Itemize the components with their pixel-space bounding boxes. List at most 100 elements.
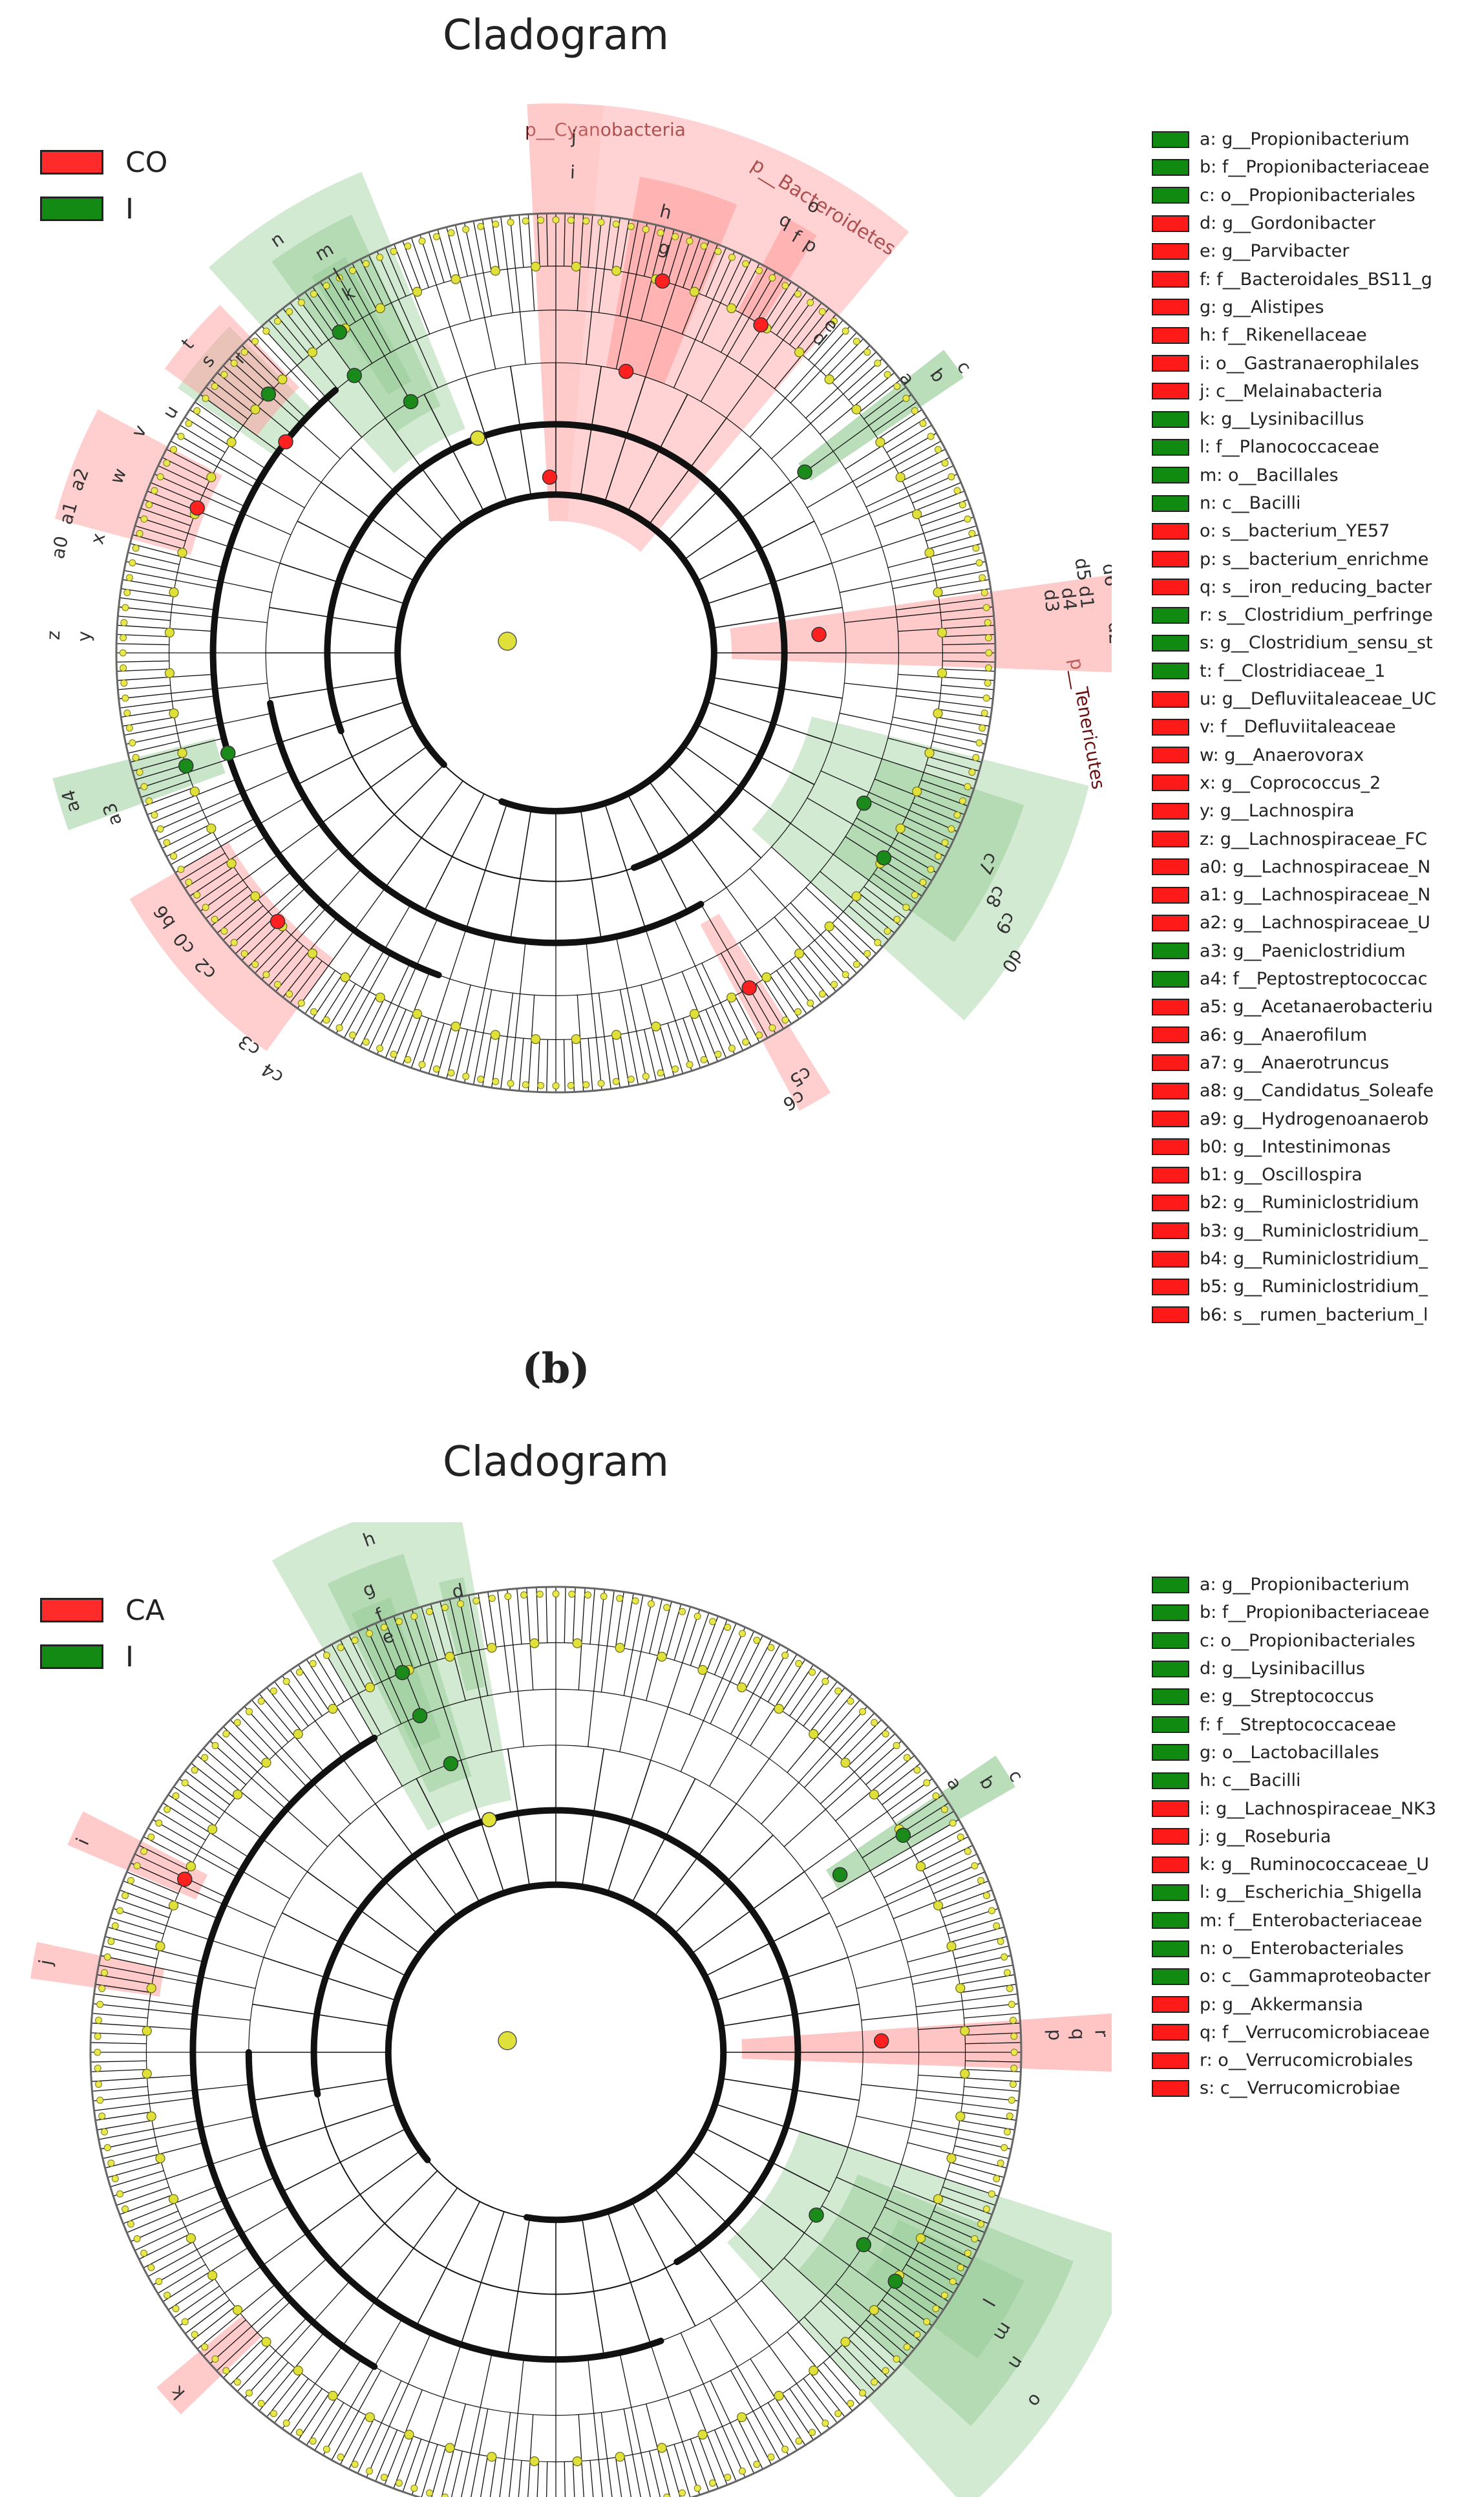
key-swatch-green [1152,410,1189,428]
leaf-branch [954,2145,1010,2160]
leaf-branch [203,2319,246,2357]
leaf-branch [887,543,982,568]
leaf-branch [90,2032,147,2036]
leaf-node [286,990,293,998]
clade-node [404,2429,414,2440]
leaf-branch [282,2300,376,2429]
leaf-node [984,664,992,672]
clade-node [955,2111,966,2121]
leaf-node [847,1697,854,1705]
key-swatch-green [1152,1772,1189,1789]
leaf-branch [864,387,907,420]
sector-label: d3 [1040,588,1064,613]
leaf-branch [121,588,174,597]
key-label: l: g__Escherichia_Shigella [1200,1882,1423,1903]
leaf-branch [874,491,965,527]
key-label: m: f__Enterobacteriaceae [1200,1910,1423,1931]
leaf-branch [960,2111,1017,2121]
key-swatch-red [1152,215,1189,232]
leaf-node [245,1708,253,1716]
leaf-node [96,2096,104,2104]
key-label: b1: g__Oscillospira [1200,1165,1362,1185]
leaf-branch [920,780,971,798]
leaf-node [522,1081,529,1089]
leaf-branch [848,1726,889,1767]
leaf-branch [376,917,439,1055]
leaf-branch [790,332,857,403]
leaf-node [181,1779,189,1787]
key-swatch-red [1152,1856,1189,1873]
leaf-branch [297,887,386,1009]
enriched-sector-red [156,2315,262,2415]
leaf-node [95,2080,103,2088]
leaf-node [847,2399,854,2407]
leaf-branch [90,2042,147,2045]
leaf-branch [649,2450,661,2497]
key-swatch-red [1152,551,1189,568]
leaf-node [537,1081,545,1089]
leaf-branch [116,660,169,663]
leaf-node [985,649,993,657]
leaf-branch [125,712,273,745]
leaf-node [202,904,209,911]
clade-branch [416,2201,481,2326]
leaf-branch [896,1794,944,1826]
leaf-branch [912,2120,1013,2140]
leaf-branch [783,2257,902,2364]
sector-label: r [1090,2029,1112,2037]
leaf-node [694,1613,701,1620]
leaf-branch [328,983,356,1029]
leaf-branch [598,993,611,1089]
leaf-branch [831,742,974,789]
leaf-node [323,2445,330,2453]
clade-node [450,1021,461,1032]
leaf-branch [229,846,341,948]
leaf-node [119,649,127,657]
leaf-branch [116,668,170,672]
leaf-branch [807,797,937,873]
clade-branch [580,809,602,940]
enriched-node-red [741,980,757,995]
leaf-node [295,2428,303,2436]
key-item: a: g__Propionibacterium [1152,125,1456,153]
leaf-branch [783,1740,902,1847]
leaf-branch [235,352,306,419]
clade-branch [460,1759,505,1893]
leaf-branch [803,1712,875,1789]
leaf-branch [266,2373,302,2417]
leaf-branch [223,2338,264,2379]
leaf-branch [375,1623,398,1675]
leaf-branch [491,218,500,271]
clade-node [177,547,187,558]
leaf-branch [620,219,630,272]
key-swatch-green [1152,187,1189,204]
leaf-node [940,1805,948,1813]
leaf-branch [320,942,373,1025]
leaf-branch [419,235,467,377]
leaf-branch [959,2120,1015,2130]
leaf-branch [166,449,213,474]
leaf-branch [907,2142,1007,2169]
leaf-branch [275,917,338,992]
leaf-branch [428,1023,445,1074]
leaf-branch [842,1719,882,1760]
clade-node [164,668,175,678]
key-label: l: f__Planococcaceae [1200,437,1379,458]
leaf-branch [826,338,864,377]
leaf-branch [130,543,224,568]
leaf-branch [690,1612,710,1666]
leaf-branch [646,1601,672,1701]
enriched-node-green [412,1708,428,1724]
clade-node [445,1652,455,1662]
clade-branch [510,366,532,497]
leaf-node [94,2048,101,2056]
leaf-branch [480,2456,488,2497]
leaf-branch [191,1763,235,1798]
leaf-node [309,2437,317,2445]
key-item: g: o__Lactobacillales [1152,1739,1456,1767]
clade-node [651,1021,661,1032]
key-item: o: s__bacterium_YE57 [1152,517,1456,545]
leaf-node [678,1608,686,1615]
key-item: n: c__Bacilli [1152,489,1456,517]
clade-node [571,261,581,272]
